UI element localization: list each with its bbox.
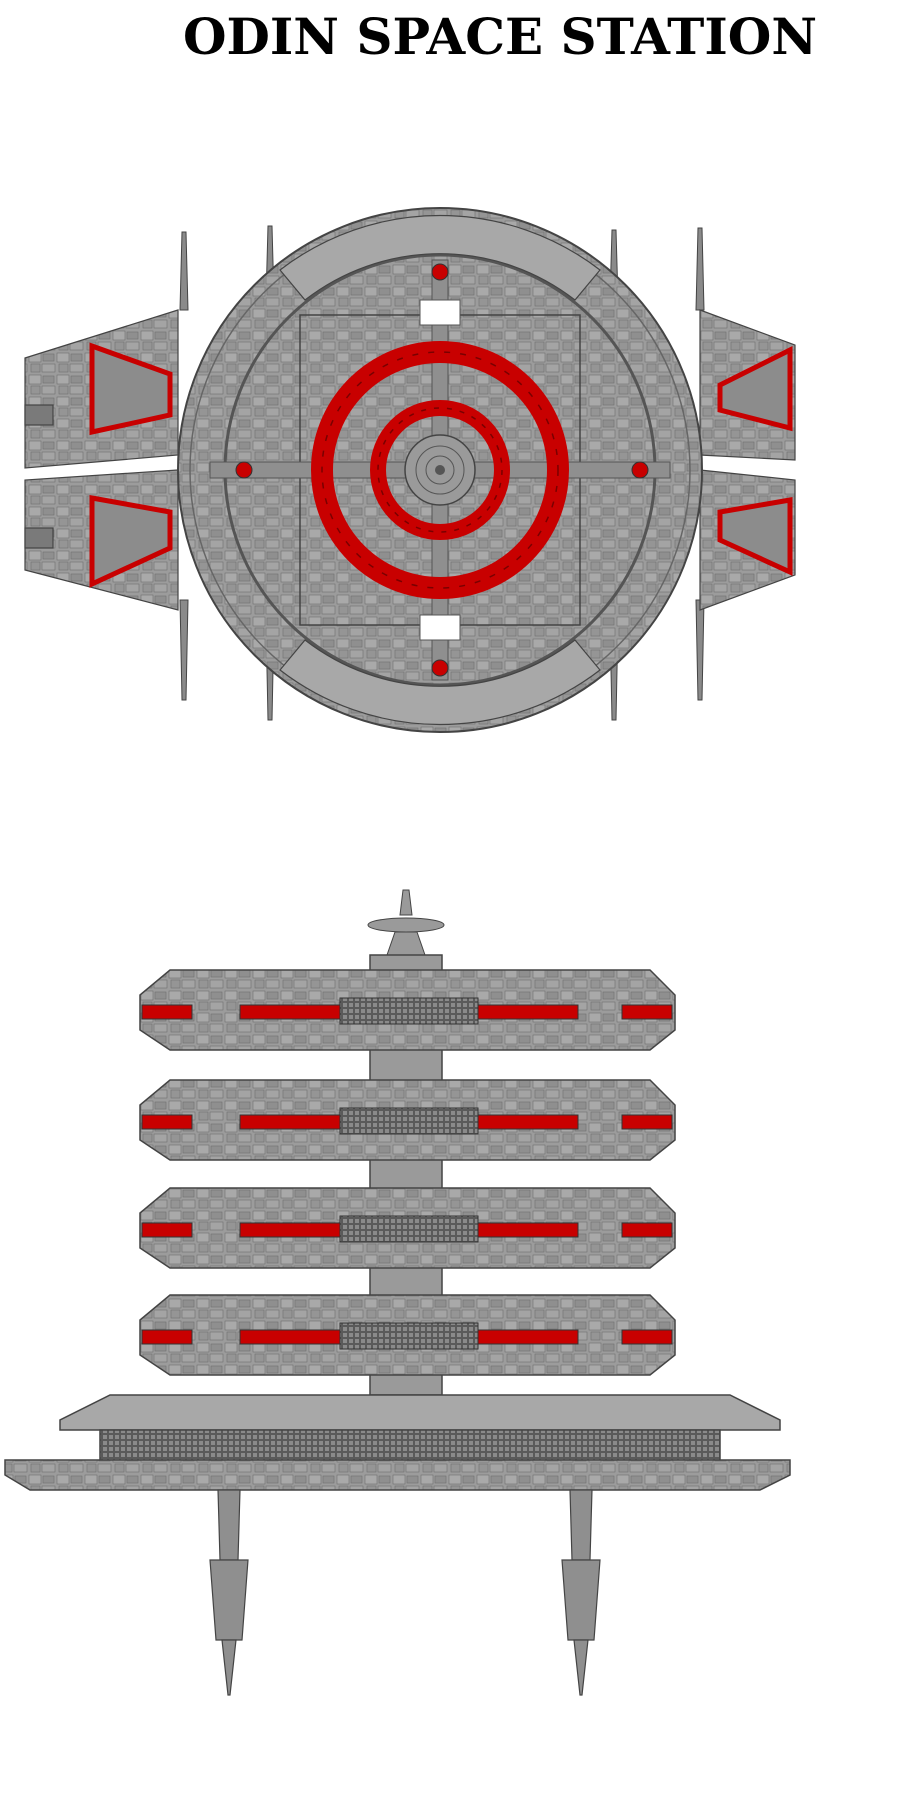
habitat-decks [139, 969, 676, 1376]
red-rings [311, 341, 569, 599]
habitat-deck [139, 1079, 676, 1161]
main-disc [177, 207, 703, 733]
base-platform [4, 1394, 791, 1491]
right-wing [699, 309, 796, 611]
left-wing [24, 309, 179, 611]
habitat-deck [139, 1187, 676, 1269]
page-title: ODIN SPACE STATION [182, 7, 818, 66]
side-view [4, 889, 791, 1696]
top-antenna [367, 889, 445, 956]
habitat-deck [139, 1294, 676, 1376]
habitat-deck [139, 969, 676, 1051]
top-view [24, 207, 796, 733]
support-legs [209, 1489, 601, 1696]
emblem-icons [235, 263, 649, 677]
